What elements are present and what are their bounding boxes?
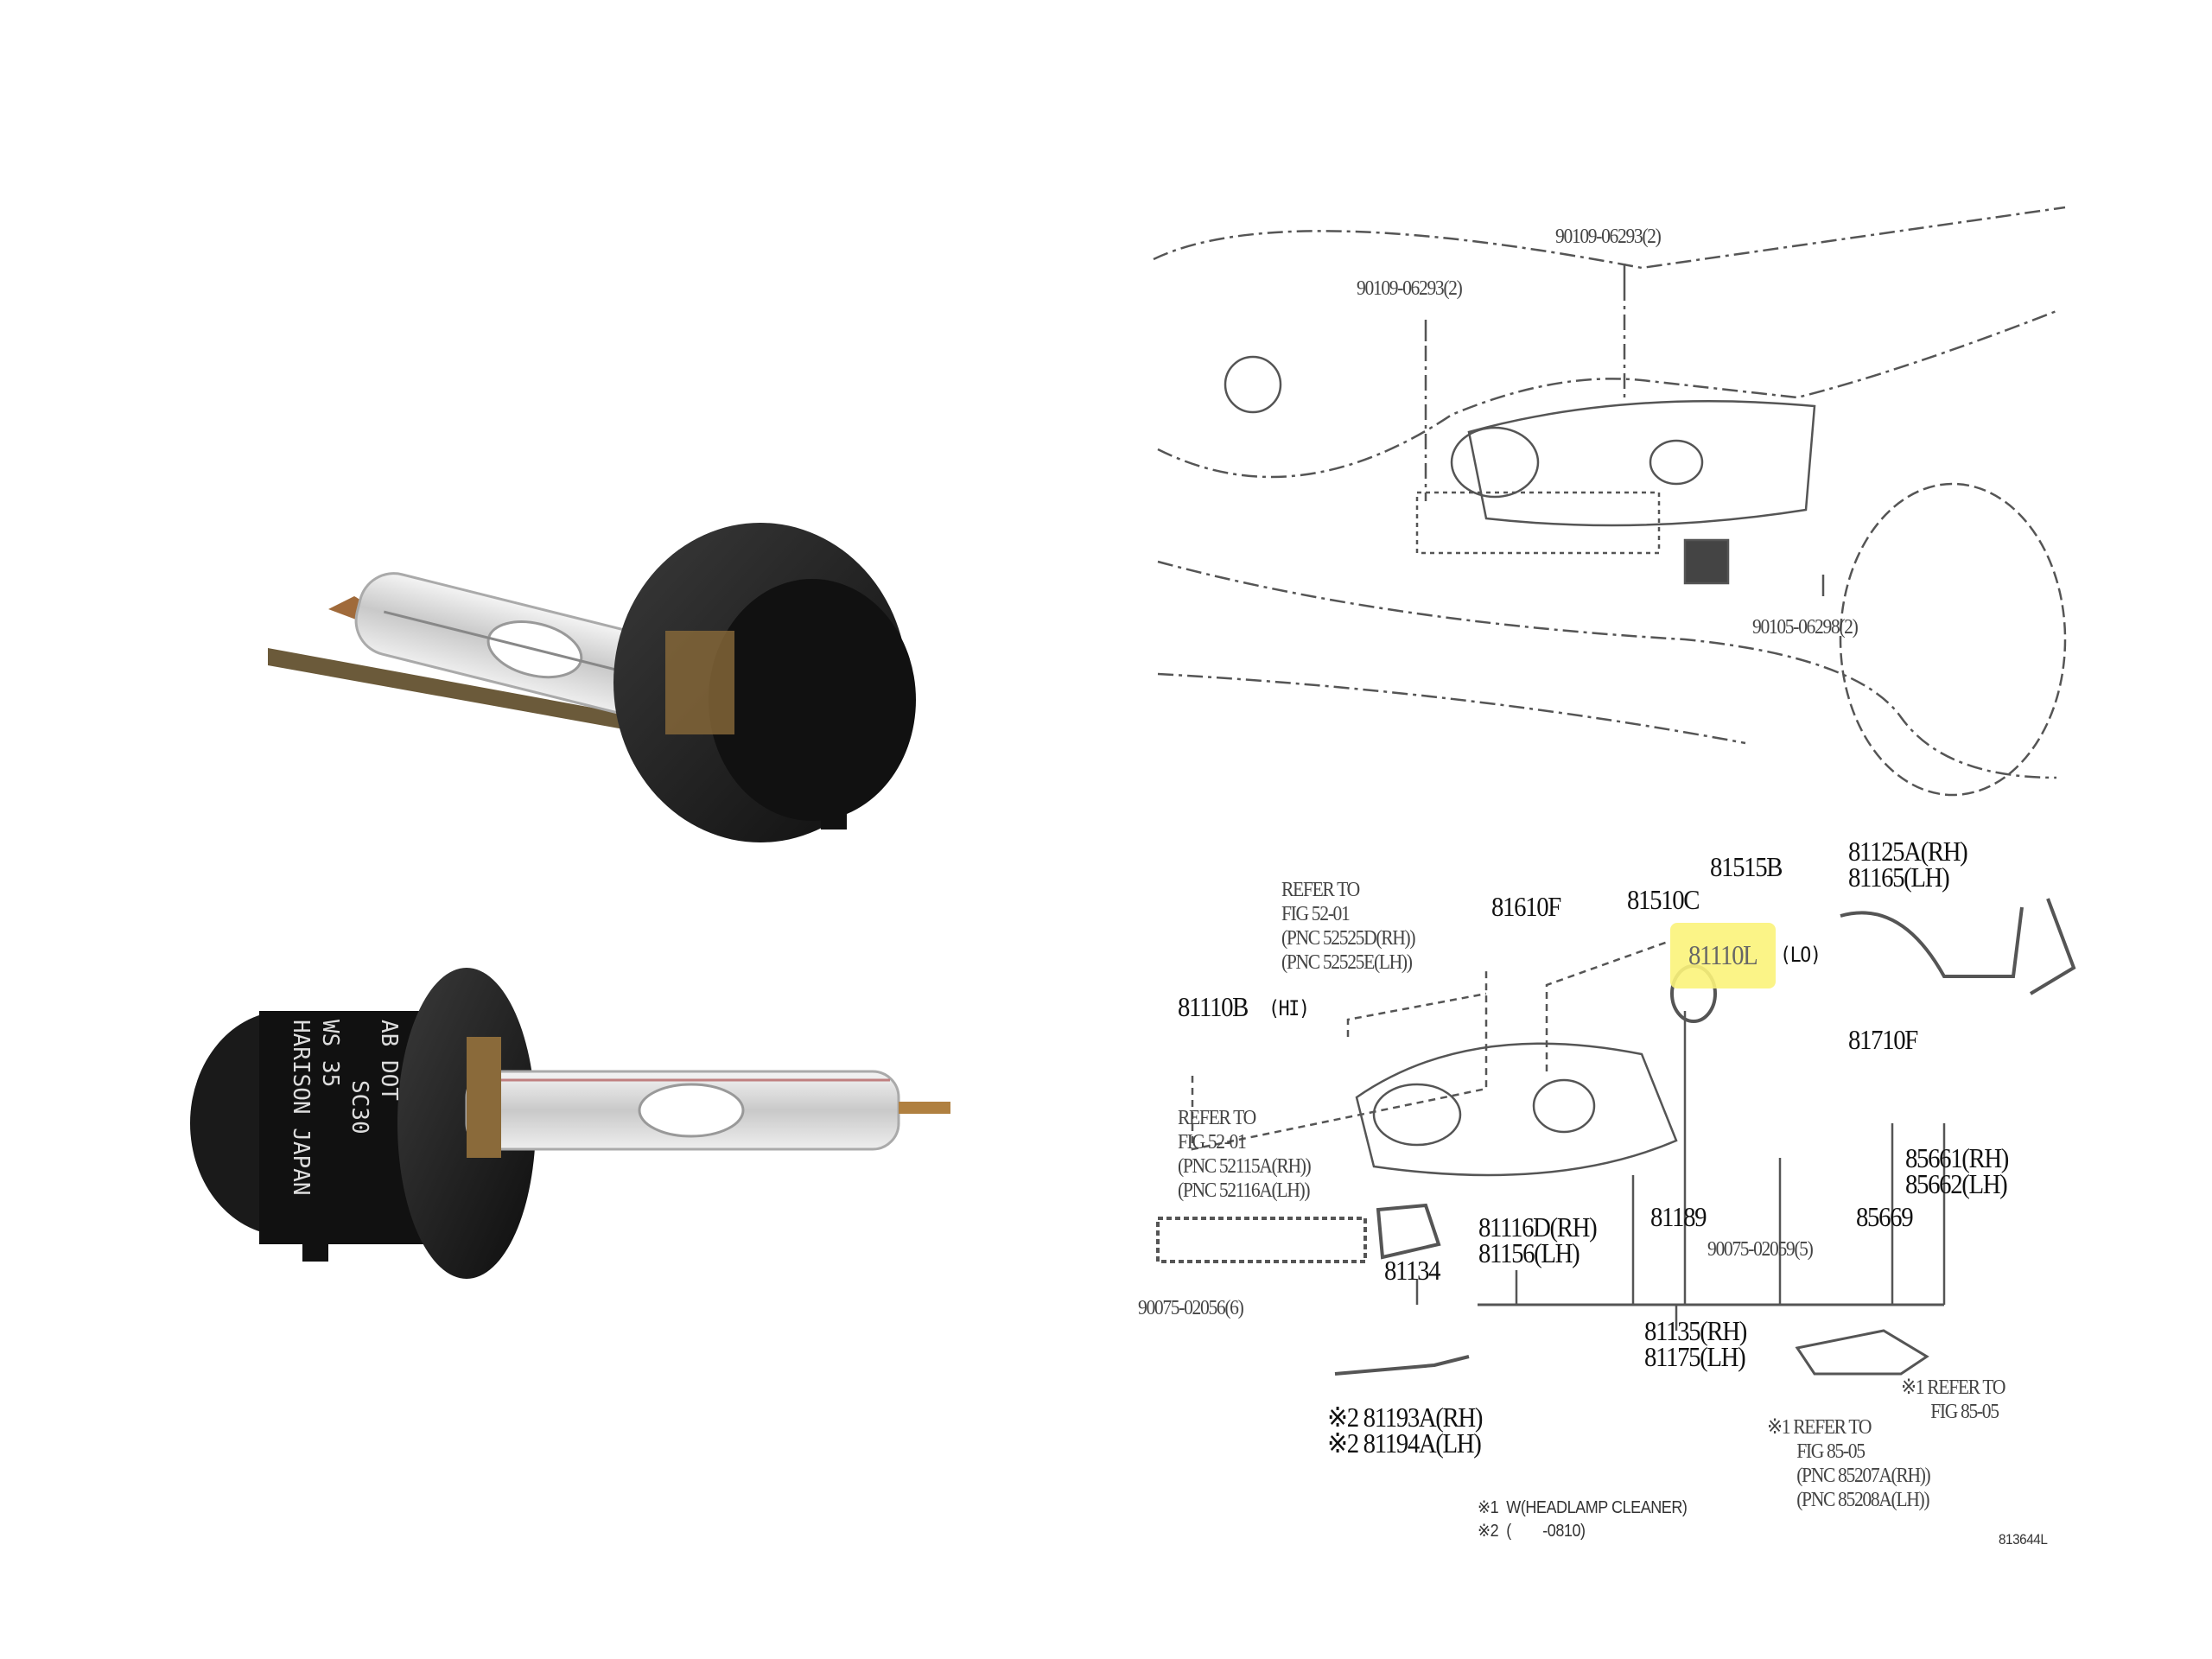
part-81134: 81134 bbox=[1384, 1255, 1441, 1286]
part-81110L: 81110L bbox=[1688, 939, 1758, 970]
part-90075-02059: 90075-02059(5) bbox=[1707, 1238, 1814, 1261]
part-81515B: 81515B bbox=[1710, 851, 1783, 882]
line: FIG 52-01 bbox=[1178, 1131, 1247, 1154]
line: ※2 81193A(RH) bbox=[1327, 1402, 1483, 1433]
part-81710F: 81710F bbox=[1848, 1024, 1918, 1055]
part-81110B: 81110B bbox=[1178, 991, 1249, 1022]
top-bulb bbox=[268, 523, 916, 842]
line: 81125A(RH) bbox=[1848, 836, 1968, 867]
line: 85661(RH) bbox=[1905, 1142, 2009, 1173]
line: ※1 REFER TO bbox=[1901, 1376, 2005, 1399]
line: REFER TO bbox=[1281, 879, 1360, 901]
line: (PNC 85208A(LH)) bbox=[1796, 1489, 1929, 1511]
line: FIG 85-05 bbox=[1930, 1401, 1999, 1423]
part-81610F: 81610F bbox=[1491, 891, 1561, 922]
note-2: ※2 ( -0810) bbox=[1478, 1522, 1586, 1541]
line: REFER TO bbox=[1178, 1107, 1256, 1129]
highlight-81110L bbox=[1670, 923, 1776, 988]
part-81510C: 81510C bbox=[1627, 884, 1700, 915]
label-90109-left: 90109-06293(2) bbox=[1357, 277, 1463, 300]
part-81189: 81189 bbox=[1650, 1201, 1707, 1232]
part-90075-02056: 90075-02056(6) bbox=[1138, 1297, 1244, 1319]
line: FIG 85-05 bbox=[1796, 1440, 1866, 1463]
bulb-marking-line4: AB DOT bbox=[376, 1020, 402, 1101]
line: ※1 REFER TO bbox=[1767, 1416, 1872, 1439]
line: (PNC 52116A(LH)) bbox=[1178, 1179, 1311, 1202]
line: (PNC 52115A(RH)) bbox=[1178, 1155, 1312, 1178]
bottom-bulb: HARISON JAPAN WS 35 SC30 AB DOT bbox=[190, 968, 950, 1279]
line: FIG 52-01 bbox=[1281, 903, 1351, 925]
part-81116D: 81116D(RH) 81156(LH) bbox=[1478, 1211, 1598, 1268]
refer-fig-52-lower: REFER TO FIG 52-01 (PNC 52115A(RH)) (PNC… bbox=[1178, 1106, 1312, 1203]
bulb-photos: HARISON JAPAN WS 35 SC30 AB DOT bbox=[190, 523, 950, 1279]
part-81125A: 81125A(RH) 81165(LH) bbox=[1848, 836, 1968, 893]
diagram-notes: ※1 W(HEADLAMP CLEANER) ※2 ( -0810) bbox=[1478, 1497, 1688, 1543]
part-81193A: ※2 81193A(RH) ※2 81194A(LH) bbox=[1327, 1402, 1483, 1459]
line: 81135(RH) bbox=[1644, 1315, 1747, 1346]
refer-fig-85-lower: ※1 REFER TO FIG 85-05 (PNC 85207A(RH)) (… bbox=[1767, 1415, 1931, 1512]
part-81110B-suffix: (HI) bbox=[1268, 996, 1310, 1020]
part-85661: 85661(RH) 85662(LH) bbox=[1905, 1142, 2009, 1199]
figure-code: 813644L bbox=[1999, 1531, 2048, 1548]
refer-fig-85-right: ※1 REFER TO FIG 85-05 bbox=[1901, 1376, 2005, 1424]
line: (PNC 85207A(RH)) bbox=[1796, 1465, 1931, 1487]
part-85669: 85669 bbox=[1856, 1201, 1914, 1232]
line: 81165(LH) bbox=[1848, 861, 1950, 893]
line: (PNC 52525D(RH)) bbox=[1281, 927, 1416, 950]
bulb-marking-line1: HARISON JAPAN bbox=[288, 1020, 314, 1196]
label-90109-top: 90109-06293(2) bbox=[1555, 226, 1662, 248]
line: ※2 81194A(LH) bbox=[1327, 1427, 1482, 1459]
bulb-marking-line2: WS 35 bbox=[317, 1020, 343, 1087]
bulb-marking-line3: SC30 bbox=[346, 1080, 372, 1135]
note-1: ※1 W(HEADLAMP CLEANER) bbox=[1478, 1498, 1688, 1517]
line: 85662(LH) bbox=[1905, 1168, 2008, 1199]
line: 81156(LH) bbox=[1478, 1237, 1580, 1268]
line: 81116D(RH) bbox=[1478, 1211, 1598, 1243]
line: 81175(LH) bbox=[1644, 1341, 1746, 1372]
part-81110L-suffix: (LO) bbox=[1780, 943, 1821, 967]
line: (PNC 52525E(LH)) bbox=[1281, 951, 1413, 974]
label-90105: 90105-06298(2) bbox=[1752, 616, 1859, 639]
refer-fig-52-upper: REFER TO FIG 52-01 (PNC 52525D(RH)) (PNC… bbox=[1281, 878, 1416, 975]
part-81135: 81135(RH) 81175(LH) bbox=[1644, 1315, 1747, 1372]
